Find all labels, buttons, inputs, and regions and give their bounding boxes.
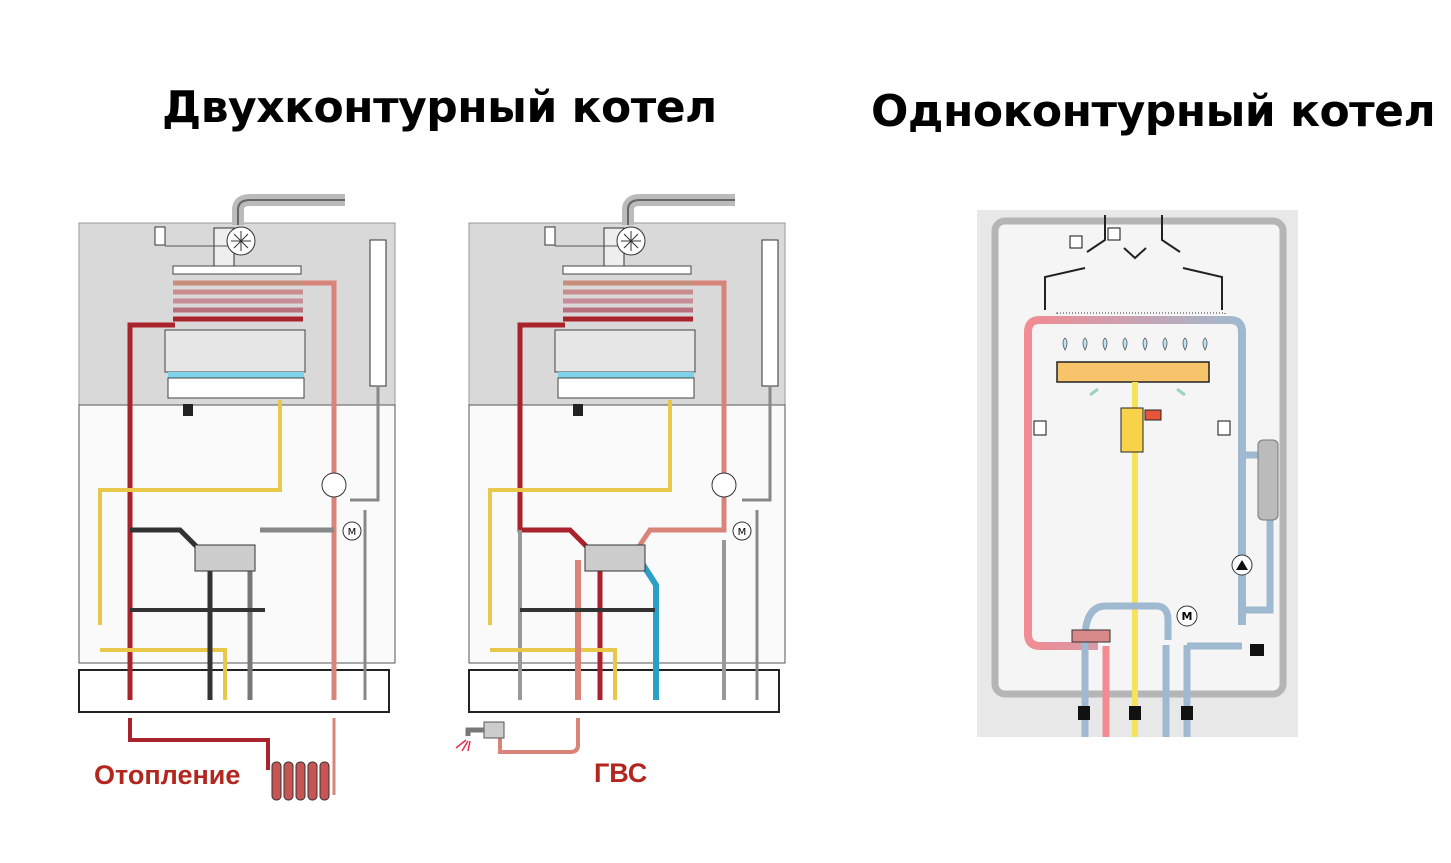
sensor-icon — [1107, 227, 1121, 241]
heating-flow-pipe — [127, 322, 175, 700]
flue-pipe — [232, 194, 345, 225]
expansion-tank-icon — [369, 239, 387, 387]
flue-pipe — [622, 194, 735, 225]
sensor-icon — [1069, 235, 1083, 249]
faucet-icon — [455, 721, 505, 752]
ignition-icon — [183, 404, 193, 416]
title-double-circuit-boiler: Двухконтурный котел — [162, 82, 717, 133]
boiler-casing — [991, 217, 1287, 698]
motor-label: M — [738, 527, 747, 538]
radiator-icon — [271, 761, 330, 801]
burner-icon — [557, 372, 695, 416]
title-single-circuit-boiler: Одноконтурный котел — [871, 86, 1436, 137]
ball-valve-icon — [1078, 706, 1090, 720]
pump-icon — [711, 472, 737, 498]
ball-valve-icon — [1181, 706, 1193, 720]
expansion-tank-icon — [761, 239, 779, 387]
flue-hood — [1086, 215, 1181, 253]
motor-icon — [1176, 605, 1198, 627]
pressure-switch-icon — [544, 226, 556, 246]
flue-fan-icon — [603, 226, 646, 269]
heating-circuit-pipe — [1024, 316, 1246, 650]
sensor-icon — [1033, 420, 1047, 436]
gas-pipe — [98, 400, 282, 625]
heat-exchanger-icon — [554, 265, 696, 373]
expansion-tank-icon — [1257, 439, 1279, 521]
drain-valve-icon — [1250, 644, 1264, 656]
motor-label: M — [348, 527, 357, 538]
plate-heat-exchanger-icon — [584, 544, 646, 572]
burner-icon — [167, 372, 305, 416]
ball-valve-icon — [1129, 706, 1141, 720]
gas-valve-icon — [1120, 407, 1144, 453]
single-circuit-diagram: M — [977, 210, 1298, 737]
sensor-icon — [1217, 420, 1231, 436]
connection-panel — [468, 669, 780, 713]
label-heating: Отопление — [94, 760, 241, 790]
double-circuit-dhw-diagram: M — [455, 194, 786, 754]
heat-exchanger-icon — [164, 265, 306, 373]
double-circuit-heating-diagram: M — [78, 194, 396, 801]
pressure-switch-icon — [154, 226, 166, 246]
gas-pipe — [488, 400, 672, 625]
primary-flow-pipe — [517, 322, 603, 700]
motor-icon — [732, 521, 752, 541]
connection-panel — [78, 669, 390, 713]
pump-icon — [321, 472, 347, 498]
motor-label: M — [1182, 610, 1193, 623]
heating-return-pipe — [303, 280, 337, 700]
motor-icon — [342, 521, 362, 541]
label-hot-water-supply: ГВС — [594, 758, 648, 788]
plate-heat-exchanger-icon — [194, 544, 256, 572]
heat-sensor-block — [1071, 629, 1111, 643]
